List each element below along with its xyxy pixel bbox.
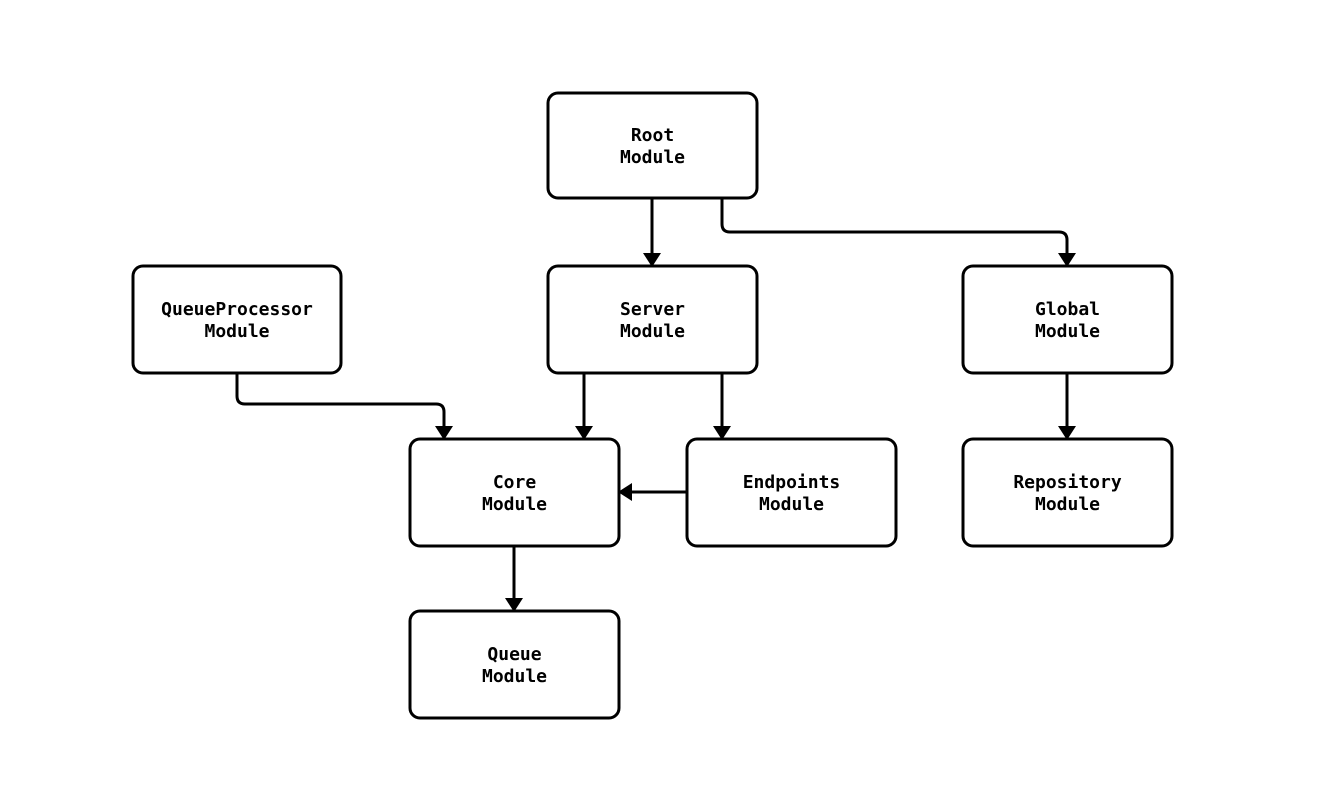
node-box-queueprocessor	[131, 264, 343, 375]
node-box-root	[546, 91, 759, 200]
node-box-repository	[961, 437, 1174, 548]
edge-root-to-global	[720, 198, 1076, 267]
edge-queueprocessor-to-core	[235, 373, 453, 440]
node-box-core	[408, 437, 621, 548]
node-box-queue	[408, 609, 621, 720]
node-box-endpoints	[685, 437, 898, 548]
node-box-server	[546, 264, 759, 375]
node-box-global	[961, 264, 1174, 375]
edge-layer	[235, 198, 1076, 612]
